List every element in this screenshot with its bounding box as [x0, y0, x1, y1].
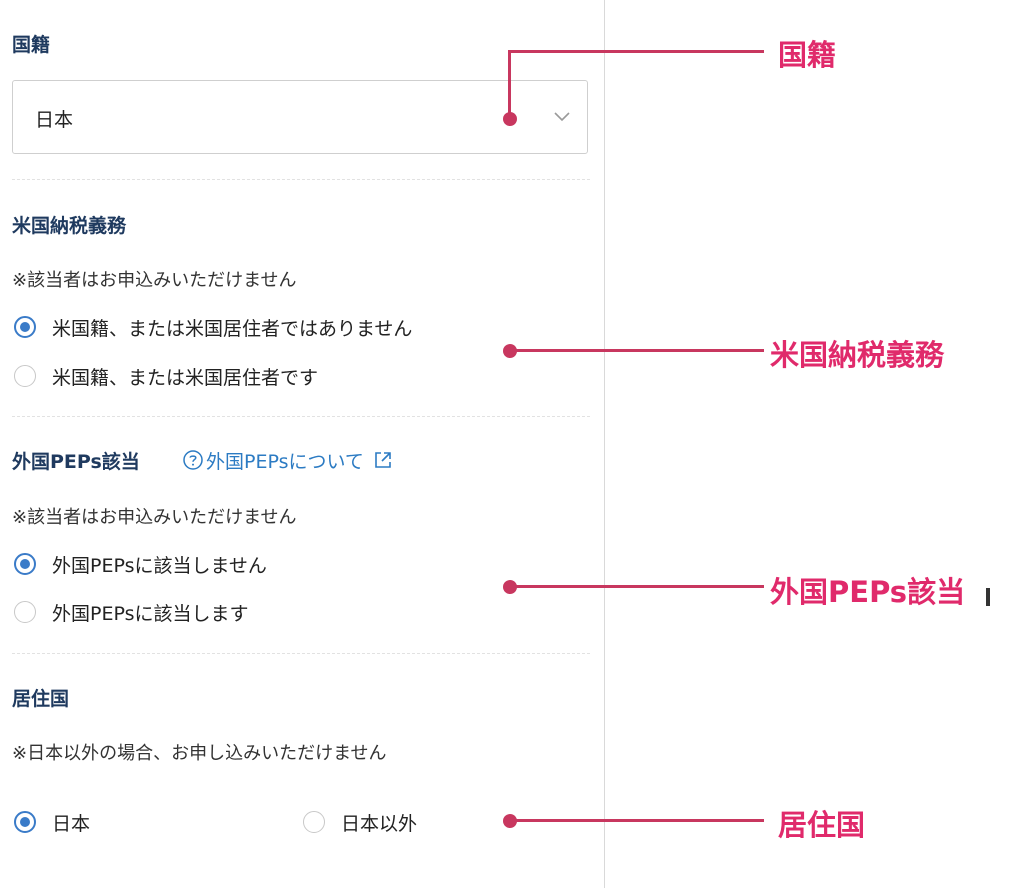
- residence-note: ※日本以外の場合、お申し込みいただけません: [12, 743, 387, 764]
- text-cursor-icon: [986, 588, 990, 606]
- annotation-nationality: 国籍: [778, 38, 837, 72]
- annotation-dot: [503, 112, 517, 126]
- section-divider: [12, 416, 590, 417]
- panel-divider-line: [604, 0, 605, 888]
- peps-label: 外国PEPs該当: [12, 451, 140, 473]
- residence-label: 居住国: [12, 688, 70, 710]
- us-tax-note: ※該当者はお申込みいただけません: [12, 270, 297, 291]
- radio-label: 日本以外: [341, 812, 418, 835]
- radio-label: 外国PEPsに該当しません: [52, 554, 267, 577]
- annotation-line: [510, 349, 764, 352]
- us-tax-label: 米国納税義務: [12, 215, 127, 237]
- chevron-down-icon: [554, 112, 570, 122]
- radio-button[interactable]: [14, 811, 36, 833]
- external-link-icon: [375, 452, 391, 468]
- radio-label: 米国籍、または米国居住者ではありません: [52, 317, 413, 340]
- annotation-line: [510, 585, 764, 588]
- peps-option-applicable[interactable]: 外国PEPsに該当します: [14, 597, 249, 627]
- question-circle-icon: [183, 450, 203, 470]
- radio-button[interactable]: [14, 316, 36, 338]
- section-divider: [12, 653, 590, 654]
- nationality-select-value: 日本: [35, 109, 74, 131]
- peps-note: ※該当者はお申込みいただけません: [12, 507, 297, 528]
- radio-button[interactable]: [14, 553, 36, 575]
- section-divider: [12, 179, 590, 180]
- radio-label: 米国籍、または米国居住者です: [52, 366, 319, 389]
- nationality-select[interactable]: 日本: [12, 80, 588, 154]
- peps-option-not-applicable[interactable]: 外国PEPsに該当しません: [14, 549, 267, 579]
- annotation-connector: [508, 50, 511, 118]
- radio-button[interactable]: [303, 811, 325, 833]
- peps-help-link[interactable]: 外国PEPsについて: [182, 447, 394, 473]
- annotation-peps: 外国PEPs該当: [770, 575, 966, 609]
- radio-label: 外国PEPsに該当します: [52, 602, 249, 625]
- annotation-us-tax: 米国納税義務: [770, 338, 945, 372]
- radio-button[interactable]: [14, 365, 36, 387]
- nationality-label: 国籍: [12, 34, 51, 56]
- us-tax-option-us[interactable]: 米国籍、または米国居住者です: [14, 361, 318, 391]
- peps-help-link-text[interactable]: 外国PEPsについて: [206, 450, 364, 473]
- residence-option-japan[interactable]: 日本: [14, 807, 90, 837]
- application-form: 国籍 日本 米国納税義務 ※該当者はお申込みいただけません 米国籍、または米国居…: [12, 34, 590, 837]
- us-tax-option-not-us[interactable]: 米国籍、または米国居住者ではありません: [14, 312, 412, 342]
- radio-label: 日本: [52, 812, 91, 835]
- annotation-line: [508, 50, 764, 53]
- residence-option-other[interactable]: 日本以外: [303, 807, 417, 837]
- radio-button[interactable]: [14, 601, 36, 623]
- annotation-residence: 居住国: [778, 808, 866, 842]
- annotation-line: [510, 819, 764, 822]
